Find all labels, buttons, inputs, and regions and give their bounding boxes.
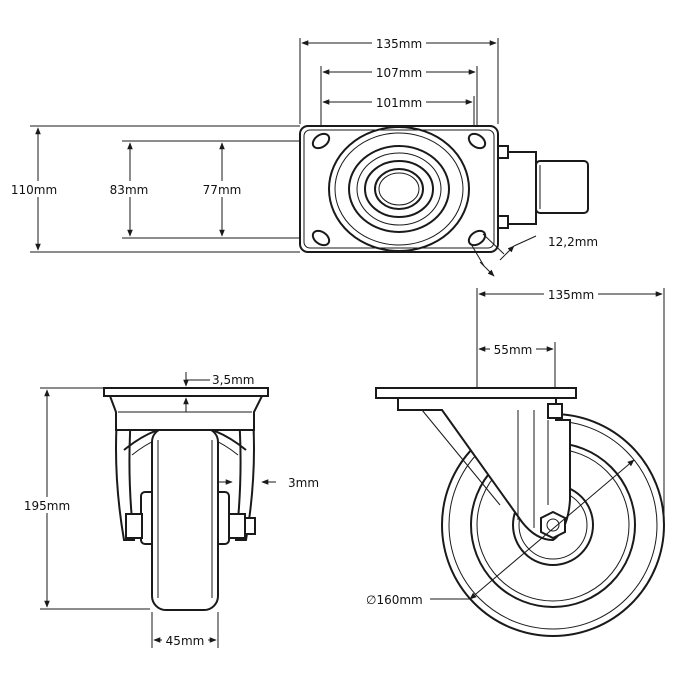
dim-label-55: 55mm [494, 343, 533, 357]
dim-label-135-side: 135mm [548, 288, 594, 302]
dim-label-83: 83mm [110, 183, 149, 197]
ring-inner [374, 168, 424, 210]
axle-nut-right [228, 513, 246, 539]
bolt-hole-bl [311, 229, 331, 247]
dim-label-195: 195mm [24, 499, 70, 513]
dim-label-3-5: 3,5mm [212, 373, 254, 387]
fork-side-right [234, 403, 255, 541]
axle-nut-left [125, 513, 143, 539]
dim-label-135-top: 135mm [376, 37, 422, 51]
dim-label-45: 45mm [166, 634, 205, 648]
dim-label-3: 3mm [288, 476, 319, 490]
dim-label-110: 110mm [11, 183, 57, 197]
dim-line-160 [469, 459, 635, 600]
front-view: 195mm 3,5mm 3mm 45mm [20, 372, 319, 648]
fork-side-left [115, 403, 136, 541]
dim-label-101: 101mm [376, 96, 422, 110]
wheel-front [151, 427, 219, 611]
bolt-hole-tl [311, 132, 331, 150]
top-plate-front [103, 387, 269, 397]
axle-nut-side [540, 510, 566, 540]
fork-lug-bottom [497, 215, 509, 229]
dim-label-107: 107mm [376, 66, 422, 80]
bolt-hole-br [467, 229, 487, 247]
fork-top [497, 151, 537, 225]
fork-lug-top [497, 145, 509, 159]
ring-outer [328, 126, 470, 252]
side-view: 135mm 55mm ∅160mm [366, 286, 665, 637]
wheel-top [535, 160, 589, 214]
dim-label-12-2: 12,2mm [548, 235, 598, 249]
dim-label-77: 77mm [203, 183, 242, 197]
top-view: 135mm 107mm 101mm 110mm 83mm 77mm [8, 35, 598, 277]
dim-label-160: ∅160mm [366, 593, 423, 607]
bolt-hole-tr [467, 132, 487, 150]
top-plate-side [375, 387, 577, 399]
